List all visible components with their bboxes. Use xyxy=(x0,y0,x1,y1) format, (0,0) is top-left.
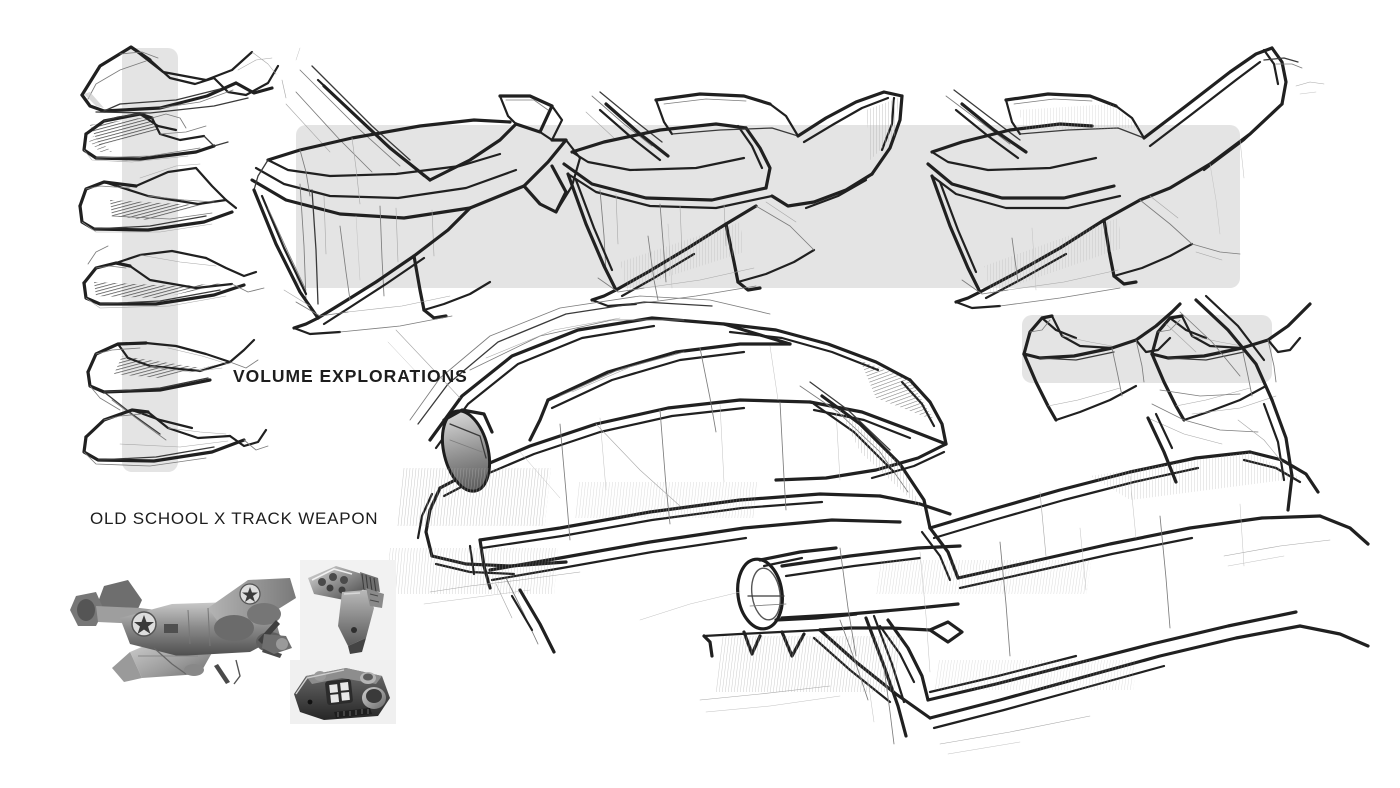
small-thumbnail-b xyxy=(1150,302,1312,422)
main-sketch-center xyxy=(562,90,904,308)
thumbnail-sketch-4 xyxy=(82,245,265,309)
page-title: VOLUME EXPLORATIONS xyxy=(233,366,468,386)
stray-construction-lines xyxy=(281,47,1331,621)
thumbnail-sketch-2 xyxy=(82,112,229,163)
photo-trigger-mechanism xyxy=(300,560,396,660)
photo-b25-bomber xyxy=(68,556,300,708)
small-thumbnail-a xyxy=(1022,302,1182,422)
thumbnail-sketch-1 xyxy=(80,45,280,114)
photo-game-controller xyxy=(290,660,396,724)
detail-sketch-lower-right xyxy=(699,294,1370,755)
section-label-old-school: OLD SCHOOL X TRACK WEAPON xyxy=(90,509,379,528)
thumbnail-sketch-3 xyxy=(78,163,238,233)
main-sketch-right xyxy=(926,46,1303,310)
detail-sketch-center xyxy=(386,295,952,654)
main-sketch-left xyxy=(250,65,582,336)
thumbnail-sketch-5 xyxy=(86,338,259,441)
thumbnail-sketch-6 xyxy=(82,408,269,467)
